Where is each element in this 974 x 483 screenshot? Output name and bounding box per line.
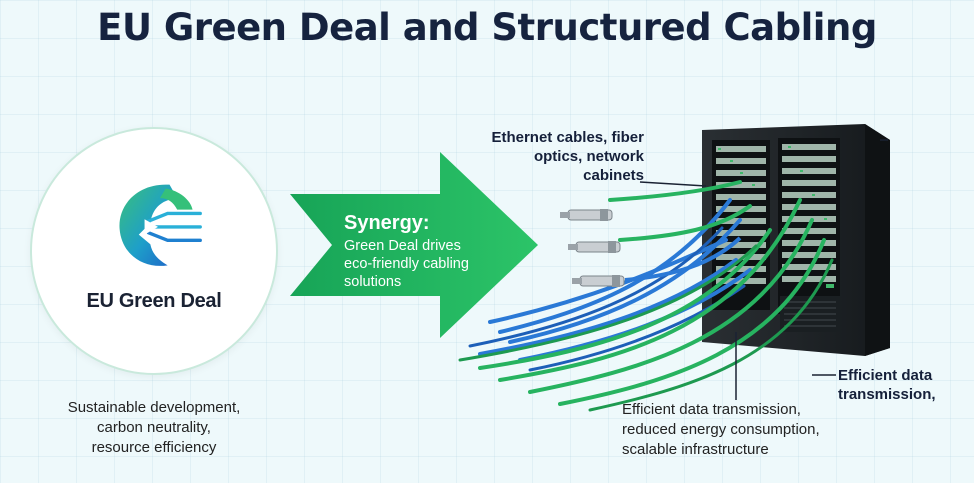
left-description-line: Sustainable development,: [67, 399, 241, 416]
cabling-illustration: [458, 124, 890, 412]
eu-green-deal-circle: EU Green Deal: [30, 127, 278, 375]
callout-line: Efficient data: [838, 367, 933, 384]
callout-line: optics, network: [533, 148, 644, 165]
callout-line: transmission,: [838, 386, 936, 403]
eu-green-deal-label: EU Green Deal: [86, 290, 222, 312]
benefits-line: scalable infrastructure: [622, 441, 769, 458]
page-title: EU Green Deal and Structured Cabling: [97, 6, 877, 49]
callout-line: Ethernet cables, fiber: [491, 129, 644, 146]
synergy-title: Synergy:: [344, 212, 430, 234]
eu-green-deal-logo-icon: [119, 184, 202, 266]
synergy-line: Green Deal drives: [344, 238, 461, 254]
cable-connector-icon: [560, 209, 625, 287]
left-description-line: resource efficiency: [91, 439, 217, 456]
benefits-line: Efficient data transmission,: [622, 401, 801, 418]
synergy-line: eco-friendly cabling: [344, 256, 469, 272]
synergy-arrow: [290, 152, 538, 338]
callout-line: cabinets: [583, 167, 644, 184]
benefits-line: reduced energy consumption,: [622, 421, 820, 438]
synergy-text: Synergy: Green Deal drives eco-friendly …: [344, 212, 514, 291]
left-description: Sustainable development, carbon neutrali…: [30, 398, 278, 458]
synergy-line: solutions: [344, 274, 402, 290]
benefits-description: Efficient data transmission, reduced ene…: [622, 400, 872, 460]
cabling-components-callout: Ethernet cables, fiber optics, network c…: [486, 128, 644, 185]
efficient-transmission-callout: Efficient data transmission,: [838, 366, 972, 404]
left-description-line: carbon neutrality,: [97, 419, 211, 436]
